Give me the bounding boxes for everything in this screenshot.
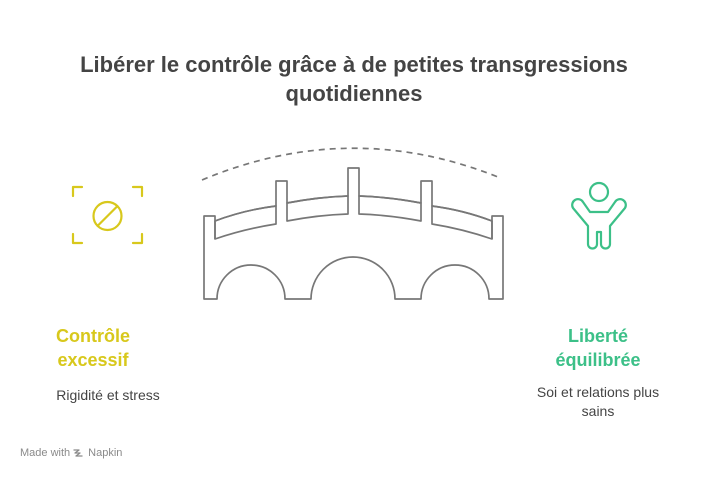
dashed-arc <box>201 147 499 181</box>
napkin-logo-icon <box>73 449 83 457</box>
right-heading: Liberté équilibrée <box>555 326 641 370</box>
bridge-icon <box>201 147 504 300</box>
left-heading: Contrôle excessif <box>56 326 130 370</box>
railing-panel-3 <box>358 195 422 222</box>
footer-brand: Napkin <box>88 447 123 459</box>
page-title: Libérer le contrôle grâce à de petites t… <box>80 52 628 106</box>
footer-made-with: Made with <box>20 447 71 459</box>
person-arms-raised-icon <box>571 181 627 250</box>
bridge-outline <box>203 167 504 300</box>
railing-panel-4 <box>431 205 493 240</box>
railing-panel-2 <box>286 195 349 222</box>
made-with-napkin-footer[interactable]: Made with Napkin <box>20 447 122 459</box>
no-entry-icon <box>71 185 144 245</box>
right-description: Soi et relations plus sains <box>536 384 660 419</box>
left-description: Rigidité et stress <box>56 387 160 403</box>
railing-panel-1 <box>214 205 277 240</box>
